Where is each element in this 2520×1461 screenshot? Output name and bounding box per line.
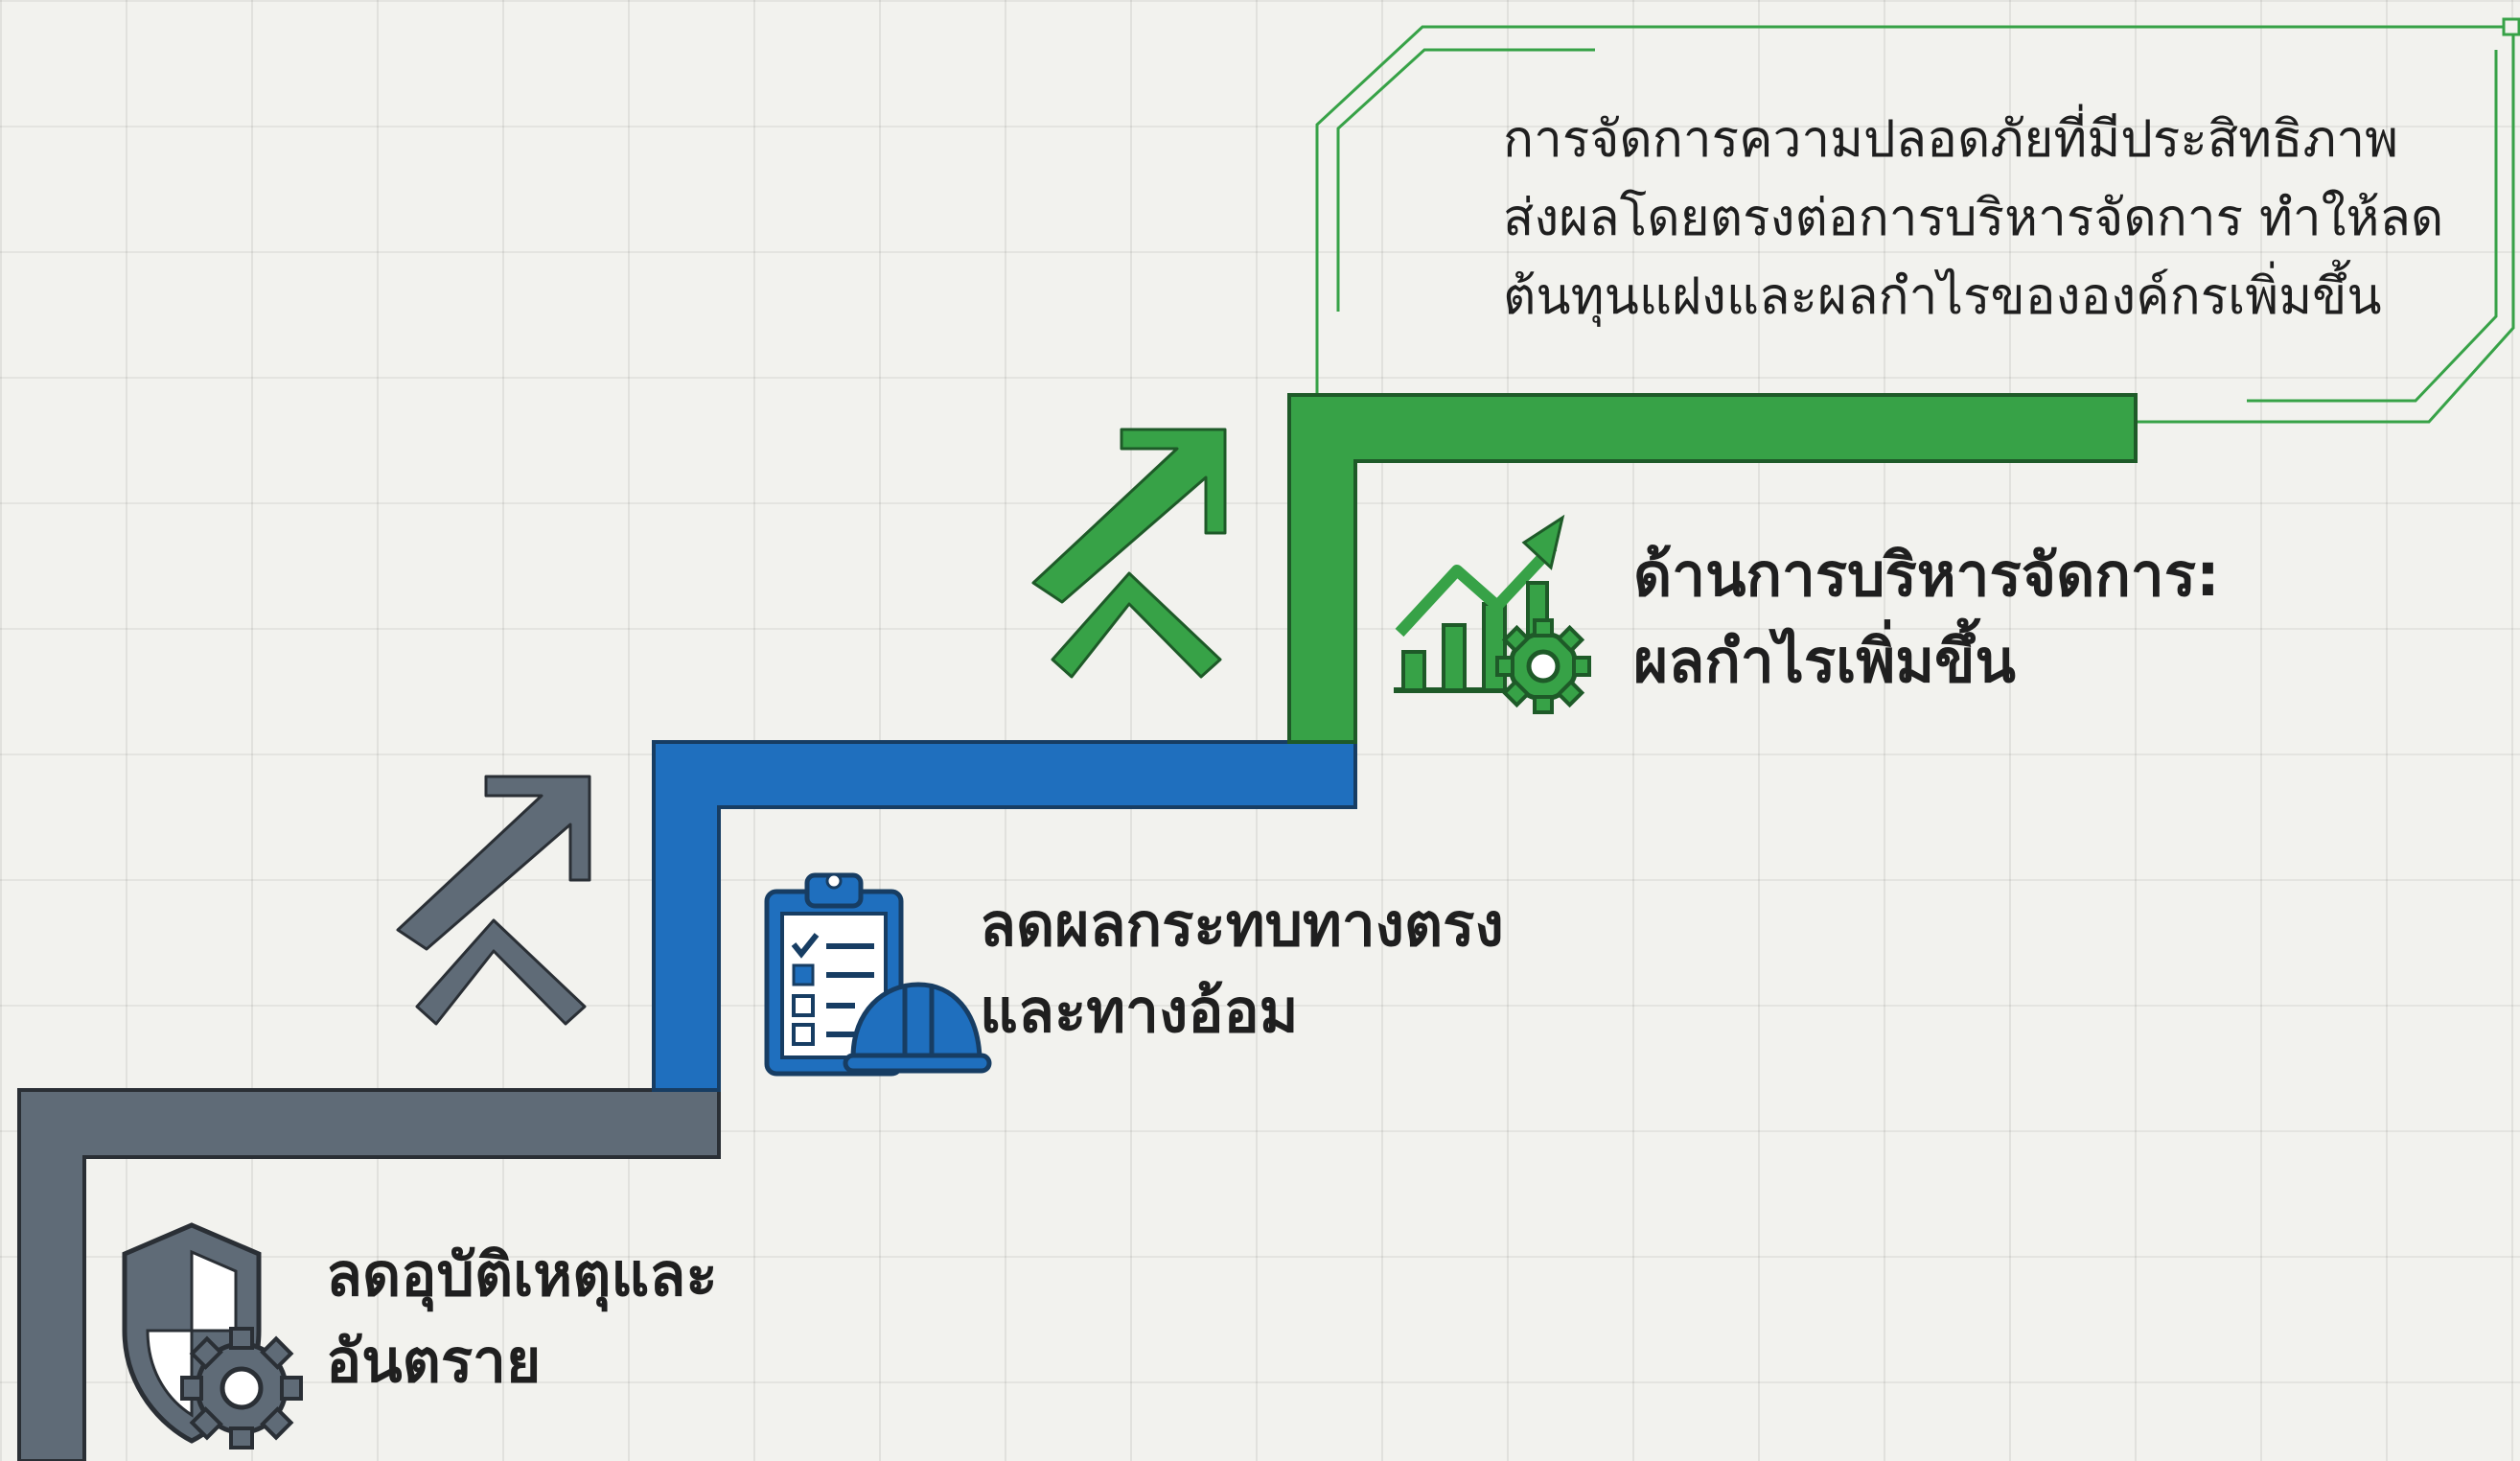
- callout-line-3: ต้นทุนแฝงและผลกำไรขององค์กรเพิ่มขึ้น: [1503, 267, 2382, 326]
- step-1-label-line-2: อันตราย: [326, 1326, 542, 1396]
- step-1-label-line-1: ลดอุบัติเหตุและ: [326, 1240, 718, 1310]
- step-2-label-line-1: ลดผลกระทบทางตรง: [980, 890, 1504, 960]
- step-3-label: ด้านการบริหารจัดการ: ผลกำไรเพิ่มขึ้น: [1633, 532, 2220, 705]
- shield-gear-icon: [122, 1222, 303, 1449]
- callout-text: การจัดการความปลอดภัยที่มีประสิทธิภาพ ส่ง…: [1503, 101, 2443, 336]
- callout-line-2: ส่งผลโดยตรงต่อการบริหารจัดการ ทำให้ลด: [1503, 189, 2444, 247]
- callout-line-1: การจัดการความปลอดภัยที่มีประสิทธิภาพ: [1503, 110, 2399, 169]
- step-3-label-line-2: ผลกำไรเพิ่มขึ้น: [1633, 626, 2016, 696]
- step-2-label-line-2: และทางอ้อม: [980, 976, 1299, 1046]
- growth-chart-gear-icon: [1394, 514, 1591, 714]
- step-3-label-line-1: ด้านการบริหารจัดการ:: [1633, 540, 2220, 610]
- up-arrow-icon: [1031, 428, 1227, 679]
- checklist-hardhat-icon: [764, 872, 992, 1077]
- stair-step-2: [652, 740, 1357, 1092]
- stair-step-1: [17, 1088, 721, 1461]
- step-2-label: ลดผลกระทบทางตรง และทางอ้อม: [980, 882, 1504, 1055]
- up-arrow-icon: [396, 775, 591, 1026]
- stair-step-3: [1287, 393, 2138, 744]
- step-1-label: ลดอุบัติเหตุและ อันตราย: [326, 1232, 718, 1404]
- callout-frame: [1315, 17, 2520, 424]
